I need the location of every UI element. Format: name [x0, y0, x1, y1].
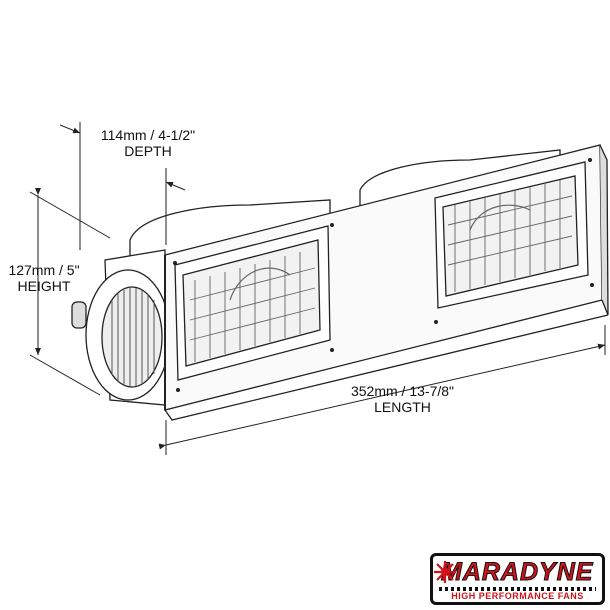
depth-label: DEPTH: [124, 143, 172, 159]
fan-windows: [174, 161, 589, 381]
maradyne-logo: MARADYNE HIGH PERFORMANCE FANS: [430, 553, 605, 605]
dimension-lines: [29, 122, 606, 455]
logo-brand: MARADYNE: [440, 558, 594, 587]
checkered-stripe: [439, 587, 596, 591]
height-label: HEIGHT: [17, 278, 71, 294]
length-label: LENGTH: [374, 399, 431, 415]
depth-value: 114mm / 4-1/2": [100, 127, 196, 143]
height-dimension: 127mm / 5" HEIGHT: [0, 262, 88, 294]
height-value: 127mm / 5": [8, 262, 80, 278]
length-value: 352mm / 13-7/8": [350, 383, 455, 399]
logo-tagline: HIGH PERFORMANCE FANS: [451, 591, 584, 601]
length-dimension: 352mm / 13-7/8" LENGTH: [335, 383, 470, 415]
inlet-cylinder: [71, 249, 171, 406]
fan-sun-icon: [434, 561, 456, 583]
depth-dimension: 114mm / 4-1/2" DEPTH: [88, 127, 208, 159]
